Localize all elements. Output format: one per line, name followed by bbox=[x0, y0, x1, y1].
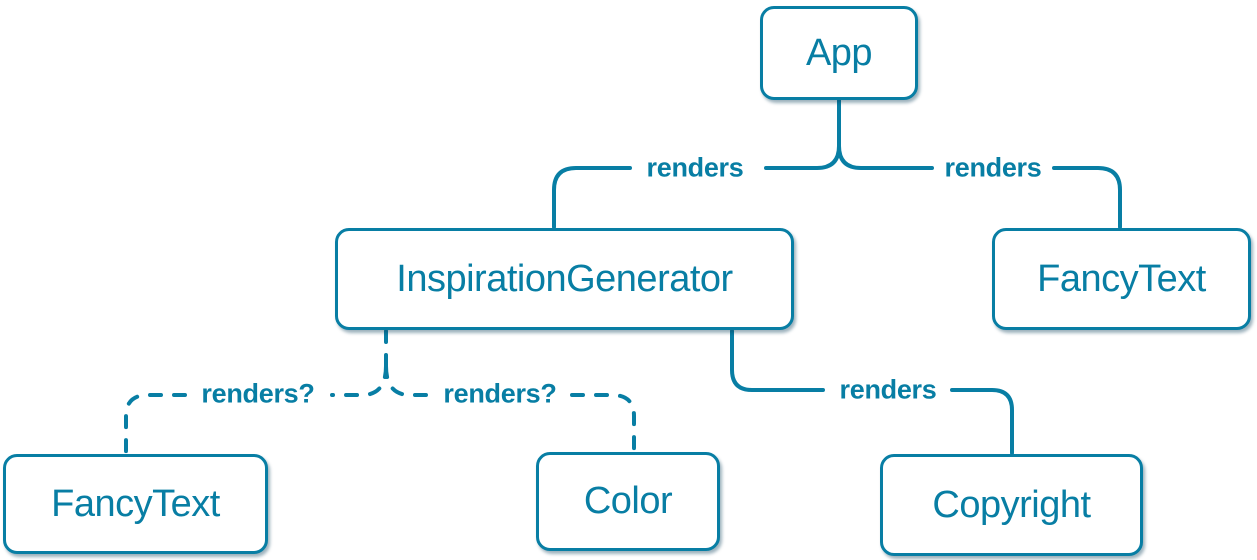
node-inspiration-generator-label: InspirationGenerator bbox=[396, 257, 733, 300]
edge-label-inspirationgenerator-fancytext: renders? bbox=[201, 378, 315, 409]
edge-label-inspirationgenerator-copyright: renders bbox=[839, 374, 937, 405]
node-fancy-text-bottom-label: FancyText bbox=[51, 482, 220, 525]
node-copyright: Copyright bbox=[880, 454, 1143, 556]
node-color: Color bbox=[536, 452, 720, 551]
edge-inspirationgenerator-color-line bbox=[384, 364, 636, 452]
edge-inspirationgenerator-copyright-line bbox=[730, 329, 1014, 455]
node-app-label: App bbox=[805, 31, 873, 74]
node-fancy-text-bottom: FancyText bbox=[3, 454, 268, 554]
edge-app-fancytext-line bbox=[837, 144, 1122, 229]
edge-label-inspirationgenerator-color: renders? bbox=[443, 378, 557, 409]
node-copyright-label: Copyright bbox=[932, 483, 1091, 526]
edge-label-app-inspirationgenerator: renders bbox=[646, 152, 744, 183]
node-app: App bbox=[760, 6, 918, 100]
node-inspiration-generator: InspirationGenerator bbox=[335, 228, 794, 330]
node-fancy-text-top-label: FancyText bbox=[1037, 257, 1206, 300]
edge-label-app-fancytext: renders bbox=[944, 152, 1042, 183]
node-color-label: Color bbox=[583, 480, 673, 522]
node-fancy-text-top: FancyText bbox=[992, 228, 1251, 330]
